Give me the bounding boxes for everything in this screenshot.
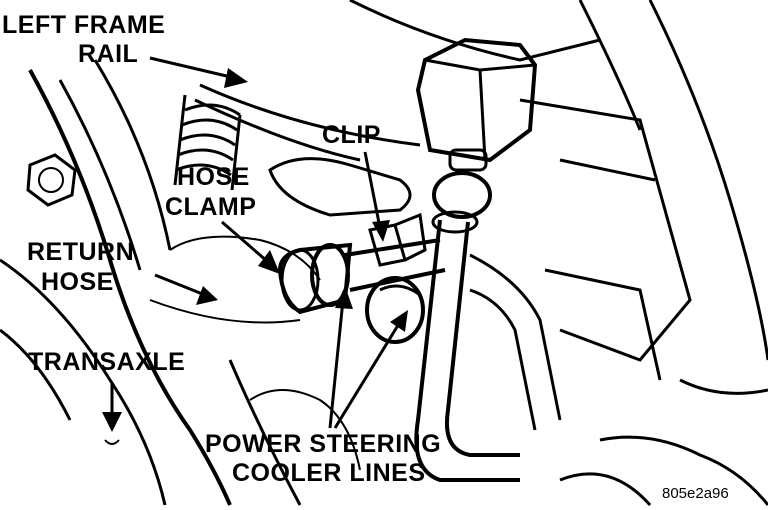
label-clip: CLIP <box>322 121 381 149</box>
label-left-frame-rail-line1: LEFT FRAME <box>2 11 165 39</box>
label-hose-clamp-line2: CLAMP <box>165 193 256 221</box>
lower-fitting <box>365 276 425 344</box>
arrow-cooler-line-1 <box>328 299 345 429</box>
arrow-hose-clamp <box>221 220 269 264</box>
reservoir-block <box>415 37 538 172</box>
arrowhead-cooler-line-2 <box>390 310 408 332</box>
arrowhead-clip <box>372 220 390 242</box>
label-cooler-lines-line1: POWER STEERING <box>205 430 441 458</box>
cooler-tube-vertical <box>414 171 520 482</box>
label-return-hose-line2: HOSE <box>41 268 114 296</box>
cooler-tube-secondary <box>469 253 562 431</box>
leader-arrows <box>102 56 408 445</box>
arrowhead-return-hose <box>196 286 218 305</box>
label-hose-clamp-line1: HOSE <box>177 163 250 191</box>
arrowhead-hose-clamp <box>258 250 280 274</box>
callout-labels: LEFT FRAME RAIL CLIP HOSE CLAMP RETURN H… <box>2 11 729 502</box>
gear-housing <box>519 0 768 506</box>
frame-rail <box>194 0 601 162</box>
figure-code: 805e2a96 <box>662 485 729 502</box>
arrow-cooler-line-2 <box>333 321 402 429</box>
arrowhead-transaxle <box>102 412 122 432</box>
label-left-frame-rail-line2: RAIL <box>78 40 138 68</box>
label-cooler-lines-line2: COOLER LINES <box>232 459 426 487</box>
arrow-clip <box>363 151 382 229</box>
label-transaxle: TRANSAXLE <box>28 348 185 376</box>
arrowhead-cooler-line-1 <box>335 286 353 309</box>
arrow-left-frame-rail <box>149 56 236 80</box>
label-return-hose-line1: RETURN <box>27 238 134 266</box>
arrowhead-left-frame-rail <box>224 68 248 88</box>
coil-spring <box>173 94 242 191</box>
arrow-return-hose <box>154 273 206 297</box>
bolt-head <box>26 153 77 207</box>
transaxle-housing <box>0 59 361 506</box>
bracket <box>268 157 412 217</box>
